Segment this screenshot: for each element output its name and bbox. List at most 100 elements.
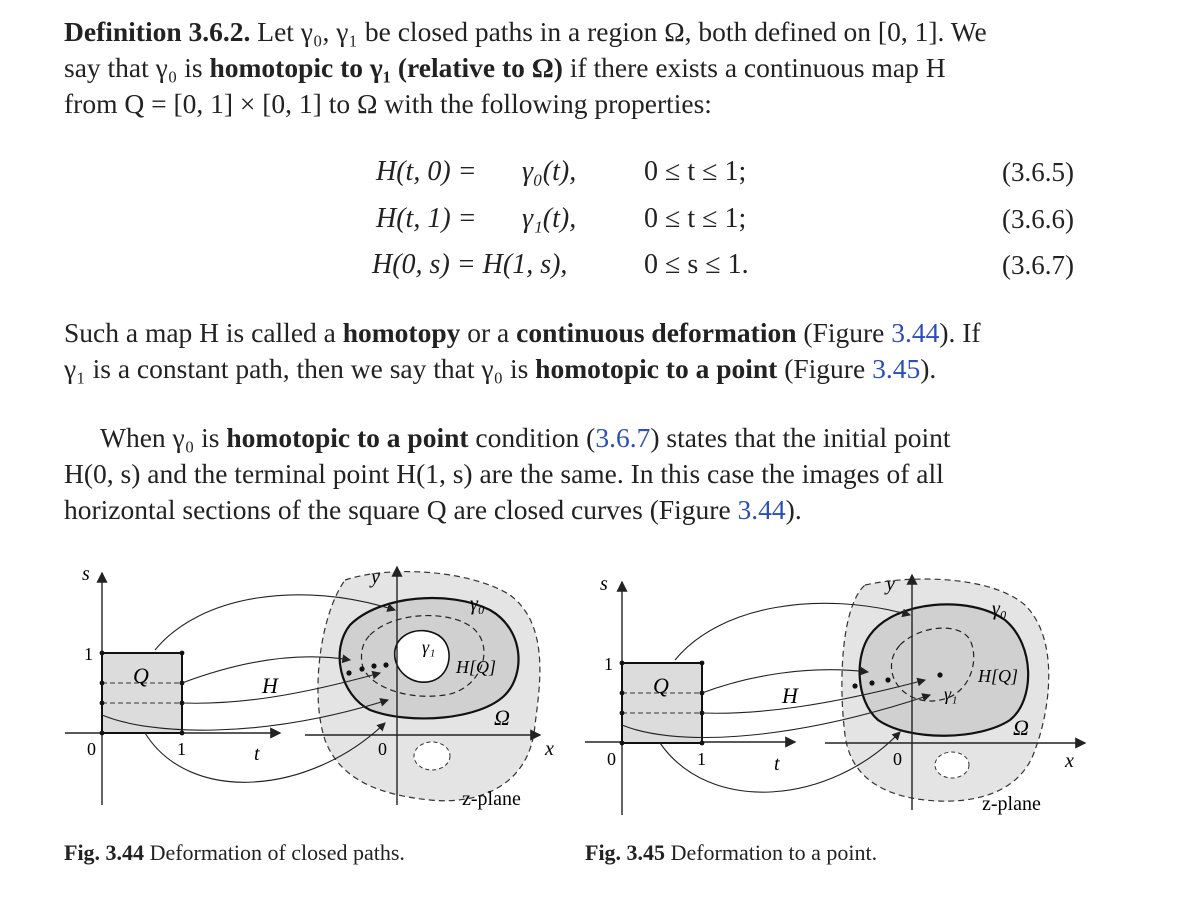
label-gamma0: γ₀ (992, 598, 1007, 620)
caption-3-44: Fig. 3.44 Deformation of closed paths. (64, 840, 405, 866)
homotopy-line-2: γ₁ is a constant path, then we say that … (64, 351, 1084, 387)
p2-term-point: homotopic to a point (535, 353, 778, 384)
map-arrow-mid (181, 654, 352, 684)
eq1-rhs: γ₀(t), (522, 156, 577, 187)
label-one-x: 1 (177, 739, 186, 759)
label-x: x (1064, 750, 1074, 772)
label-gamma1: γ₁ (944, 684, 957, 704)
definition-line-2: say that γ₀ is homotopic to γ₁ (relative… (64, 50, 1084, 86)
point-line-2: H(0, s) and the terminal point H(1, s) a… (64, 458, 944, 489)
caption-3-44-text: Deformation of closed paths. (149, 840, 405, 865)
map-arrow-mid (701, 666, 870, 694)
figure-3-44-link-2[interactable]: 3.44 (737, 494, 786, 525)
eq2-cond: 0 ≤ t ≤ 1; (644, 203, 747, 234)
map-arrow-mid2 (701, 677, 927, 714)
caption-3-45-label: Fig. 3.45 (585, 840, 666, 865)
eq3-lhs: H(0, s) = H(1, s), (372, 249, 568, 280)
label-y: y (369, 566, 380, 588)
eq1-lhs: H(t, 0) = (376, 156, 477, 187)
curve-gamma1 (394, 629, 450, 683)
eq2-rhs: γ₁(t), (522, 203, 577, 234)
definition-line-1: Definition 3.6.2. Let γ₀, γ₁ be closed p… (64, 14, 1084, 50)
p3-text-f: horizontal sections of the square Q are … (64, 494, 738, 525)
label-t: t (774, 753, 780, 775)
p3-text-a: When γ₀ is (100, 422, 227, 453)
label-omega: Ω (1013, 715, 1029, 740)
label-zero: 0 (607, 749, 616, 769)
definition-paragraph: Definition 3.6.2. Let γ₀, γ₁ be closed p… (64, 14, 1084, 122)
label-hq: H[Q] (455, 657, 496, 677)
eq2-number: (3.6.6) (1002, 204, 1074, 234)
label-h: H (781, 683, 799, 708)
label-zero2: 0 (378, 739, 387, 759)
eq3-cond: 0 ≤ s ≤ 1. (644, 249, 749, 280)
map-arrow-top (154, 594, 397, 651)
label-s: s (600, 573, 608, 595)
definition-line-3: from Q = [0, 1] × [0, 1] to Ω with the f… (64, 88, 712, 119)
caption-3-45-text: Deformation to a point. (670, 840, 878, 865)
figure-3-45-link[interactable]: 3.45 (872, 353, 921, 384)
p2-text-c: or a (460, 317, 517, 348)
label-y: y (884, 573, 895, 595)
map-arrow-low (621, 693, 932, 739)
definition-term: homotopic to γ₁ (relative to Ω) (209, 52, 563, 83)
p3-text-d: ) states that the initial point (650, 422, 951, 453)
figure-3-45: s 1 0 1 t Q H y x 0 γ₀ γ₁ H[Q] Ω z-plane (585, 573, 1087, 815)
map-arrow-bottom (659, 731, 901, 793)
label-zero: 0 (87, 739, 96, 759)
p3-text-g: ). (785, 494, 802, 525)
definition-text-2a: say that γ₀ is (64, 52, 210, 83)
label-zplane: z-plane (462, 788, 521, 810)
eq1-number: (3.6.5) (1002, 157, 1074, 187)
map-arrow-top (674, 602, 912, 661)
label-omega: Ω (494, 705, 510, 730)
label-s: s (82, 563, 90, 585)
definition-text-2b: if there exists a continuous map H (562, 52, 946, 83)
figure-3-44: s 1 0 1 t Q H y x 0 γ₀ γ₁ H[Q] Ω z-plane (65, 563, 554, 810)
label-zplane: z-plane (982, 793, 1041, 815)
map-arrow-low (101, 698, 390, 731)
label-one-y: 1 (604, 654, 613, 674)
homotopy-paragraph: Such a map H is called a homotopy or a c… (64, 315, 1084, 387)
equation-3-6-7-link[interactable]: 3.6.7 (595, 422, 651, 453)
eq2-lhs: H(t, 1) = (376, 203, 477, 234)
label-q: Q (133, 663, 149, 688)
label-one-x: 1 (697, 749, 706, 769)
map-arrow-bottom (144, 722, 386, 783)
label-t: t (254, 743, 260, 765)
map-arrow-mid2 (181, 670, 382, 704)
region-hole (934, 751, 970, 779)
eq1-cond: 0 ≤ t ≤ 1; (644, 156, 747, 187)
label-x: x (544, 738, 554, 760)
label-gamma1: γ₁ (422, 637, 435, 657)
label-one-y: 1 (84, 644, 93, 664)
caption-3-45: Fig. 3.45 Deformation to a point. (585, 840, 877, 866)
label-hq: H[Q] (977, 666, 1018, 686)
p2-term-homotopy: homotopy (342, 317, 461, 348)
definition-label: Definition 3.6.2. (64, 16, 251, 47)
region-hole (413, 741, 451, 771)
p2-term-deformation: continuous deformation (516, 317, 797, 348)
label-zero2: 0 (893, 749, 902, 769)
curve-middle (890, 627, 975, 702)
label-q: Q (653, 673, 669, 698)
label-h: H (261, 673, 279, 698)
p2-text-e: ). If (939, 317, 981, 348)
p2-text-d: (Figure (796, 317, 892, 348)
p3-text-c: condition ( (468, 422, 596, 453)
point-line-3: horizontal sections of the square Q are … (64, 492, 1084, 528)
caption-3-44-label: Fig. 3.44 (64, 840, 145, 865)
p3-term-point: homotopic to a point (226, 422, 469, 453)
curve-middle (360, 615, 485, 697)
curve-gamma0 (858, 603, 1030, 737)
point-paragraph: When γ₀ is homotopic to a point conditio… (64, 420, 1084, 528)
homotopy-line-1: Such a map H is called a homotopy or a c… (64, 315, 1084, 351)
point-line-1: When γ₀ is homotopic to a point conditio… (64, 420, 1084, 456)
figure-3-44-link[interactable]: 3.44 (891, 317, 940, 348)
label-gamma0: γ₀ (470, 593, 485, 615)
eq3-number: (3.6.7) (1002, 250, 1074, 280)
p2-text-g: (Figure (777, 353, 873, 384)
definition-text-1: Let γ₀, γ₁ be closed paths in a region Ω… (250, 16, 987, 47)
p2-text-a: Such a map H is called a (64, 317, 343, 348)
p2-text-h: ). (920, 353, 937, 384)
